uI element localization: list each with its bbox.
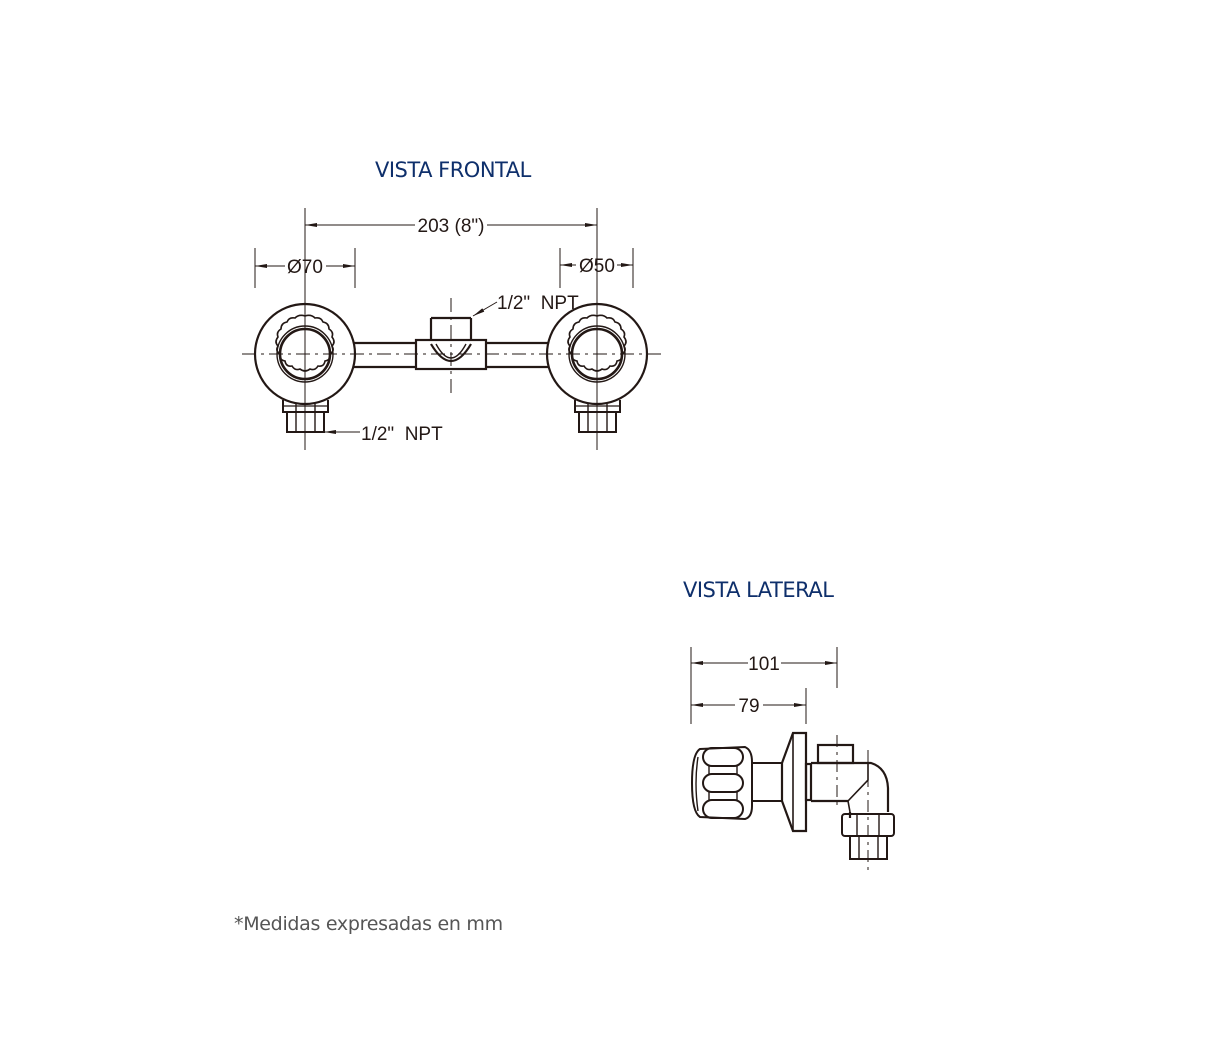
dimension-flange-depth: [691, 688, 807, 724]
dim-right-diameter: Ø50: [579, 256, 615, 277]
dim-flange-depth: 79: [738, 696, 759, 717]
label-top-connection: 1/2" NPT: [497, 293, 579, 314]
footnote: *Medidas expresadas en mm: [234, 913, 503, 935]
side-handle: [690, 745, 753, 821]
dim-left-diameter: Ø70: [287, 257, 323, 278]
dimension-left-diameter: [254, 248, 356, 288]
side-body: [804, 743, 890, 818]
dim-overall-depth: 101: [748, 654, 780, 675]
front-view-title: VISTA FRONTAL: [375, 158, 531, 182]
front-view-drawing: 203 (8") Ø70 Ø50: [242, 208, 662, 450]
left-valve: [253, 302, 357, 433]
dimension-overall-depth: [690, 647, 838, 724]
side-view-drawing: 101 79: [690, 647, 895, 872]
tee-fitting: [414, 316, 488, 371]
side-view-title: VISTA LATERAL: [683, 578, 834, 602]
dim-overall-width: 203 (8"): [418, 216, 485, 237]
label-bottom-connection: 1/2" NPT: [361, 424, 443, 445]
dimension-right-diameter: [559, 248, 634, 288]
right-valve: [545, 302, 649, 433]
